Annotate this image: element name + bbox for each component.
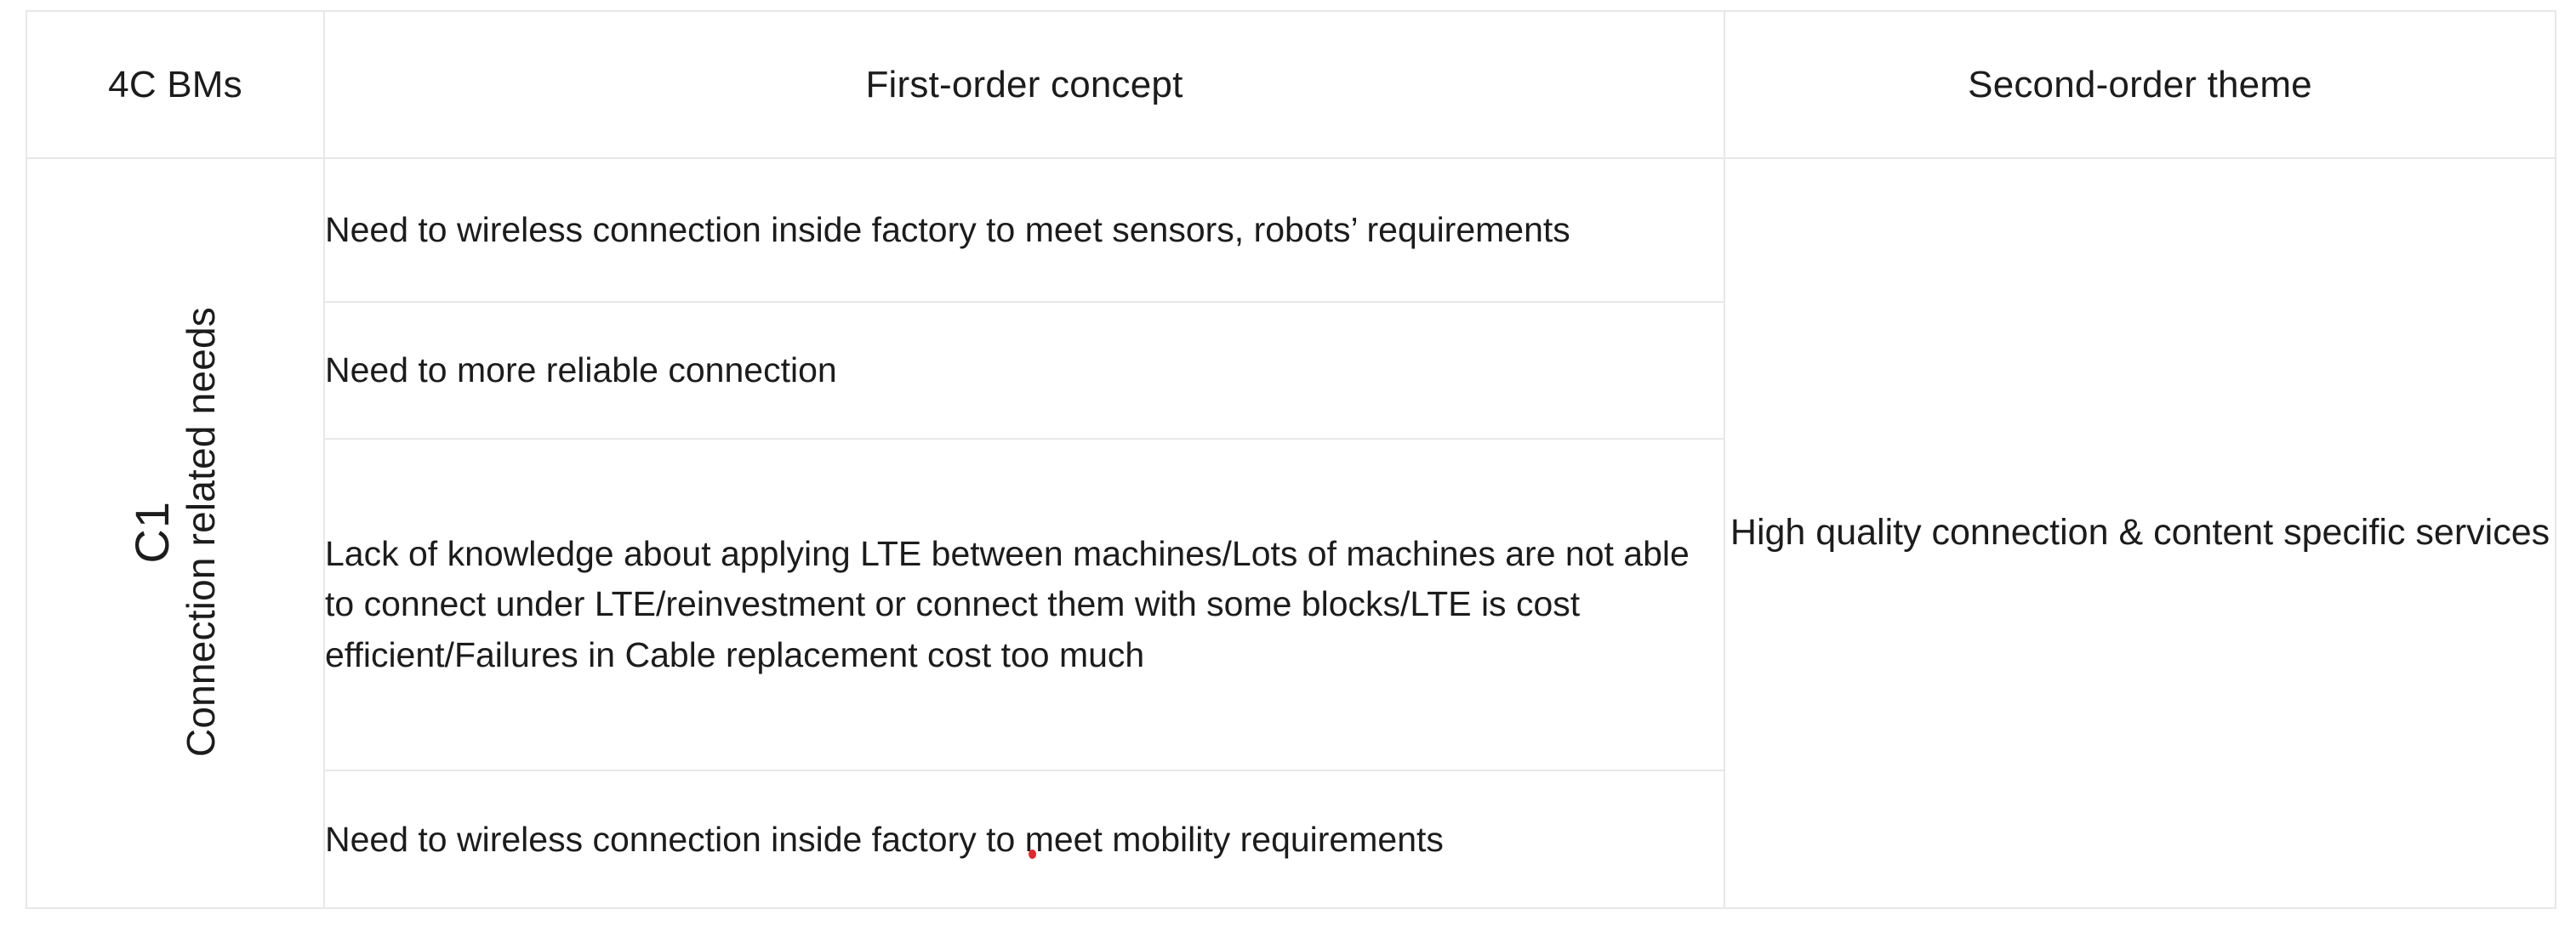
bm-group-code: C1 — [125, 501, 179, 564]
header-4c-bms: 4C BMs — [26, 10, 325, 159]
bm-group-cell-c1: C1 Connection related needs — [26, 157, 325, 909]
first-order-concept-cell: Need to wireless connection inside facto… — [323, 157, 1725, 303]
table-row: C1 Connection related needs Need to wire… — [26, 157, 2556, 909]
table-row: Lack of knowledge about applying LTE bet… — [26, 438, 2556, 771]
first-order-concept-text: Need to wireless connection inside facto… — [325, 210, 1570, 250]
gioia-coding-table-container: 4C BMs First-order concept Second-order … — [26, 10, 2556, 909]
second-order-theme-cell: High quality connection & content specif… — [1724, 157, 2556, 909]
header-first-order-concept: First-order concept — [323, 10, 1725, 159]
header-second-order-theme: Second-order theme — [1724, 10, 2556, 159]
gioia-coding-table: 4C BMs First-order concept Second-order … — [26, 10, 2556, 909]
table-row: Need to wireless connection inside facto… — [26, 770, 2556, 909]
first-order-concept-text: Need to more reliable connection — [325, 350, 837, 390]
table-header-row: 4C BMs First-order concept Second-order … — [26, 10, 2556, 159]
first-order-concept-text: Need to wireless connection inside facto… — [325, 819, 1444, 859]
rotated-label-stack: C1 Connection related needs — [28, 160, 322, 906]
table-row: Need to more reliable connection — [26, 301, 2556, 440]
first-order-concept-text: Lack of knowledge about applying LTE bet… — [325, 534, 1690, 674]
first-order-concept-cell: Lack of knowledge about applying LTE bet… — [323, 438, 1725, 771]
bm-group-label: Connection related needs — [179, 307, 223, 758]
first-order-concept-cell: Need to more reliable connection — [323, 301, 1725, 440]
first-order-concept-cell: Need to wireless connection inside facto… — [323, 770, 1725, 909]
